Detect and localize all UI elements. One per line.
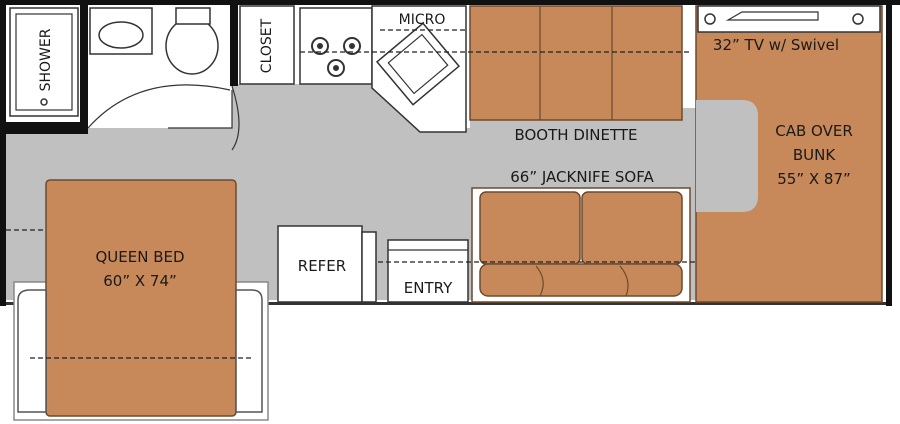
toilet-tank: [175, 7, 211, 25]
aisle-bump: [696, 100, 758, 212]
stove: [299, 7, 373, 85]
queen-bed-label-2: 60” X 74”: [103, 272, 177, 290]
booth-dinette: [469, 5, 683, 121]
cab-over-bunk-label-3: 55” X 87”: [777, 170, 851, 188]
refer-label: REFER: [298, 257, 346, 275]
cab-over-bunk-label-2: BUNK: [793, 146, 836, 164]
bathroom-door-swing: [87, 84, 231, 129]
right-wall: [886, 0, 892, 306]
toilet: [165, 17, 219, 75]
left-wall: [0, 0, 6, 306]
tv-mount: [697, 5, 881, 33]
cab-over-bunk-label-1: CAB OVER: [775, 122, 853, 140]
right-nightstand: [235, 289, 263, 413]
tv-label: 32” TV w/ Swivel: [713, 36, 839, 54]
sofa-seat: [479, 263, 683, 297]
kitchen-sink-inner: [387, 33, 449, 95]
burner-icon: [327, 59, 345, 77]
burner-icon: [333, 65, 339, 71]
kitchen-sink: [375, 22, 461, 106]
tv-swivel-icon: [704, 13, 716, 25]
refrigerator-side: [361, 231, 377, 303]
bathroom-door-arc: [231, 85, 240, 151]
sofa-cushion: [581, 191, 683, 265]
closet: [239, 5, 295, 85]
burner-icon: [349, 43, 355, 49]
bath-wall-vertical: [80, 4, 88, 122]
closet-label: CLOSET: [259, 18, 275, 73]
shower-label: SHOWER: [38, 28, 54, 91]
shower-inner: [15, 13, 73, 111]
burner-icon: [317, 43, 323, 49]
shower: [9, 7, 79, 117]
booth-dinette-label: BOOTH DINETTE: [514, 126, 637, 144]
left-nightstand: [17, 289, 47, 413]
sofa-cushion: [479, 191, 581, 265]
bathroom-door: [168, 90, 233, 129]
refrigerator: [277, 225, 363, 303]
bath-divider-wall: [6, 122, 88, 134]
queen-bed-label-1: QUEEN BED: [95, 248, 184, 266]
sink-basin: [98, 21, 144, 49]
tv-swivel-icon: [852, 13, 864, 25]
burner-icon: [311, 37, 329, 55]
rear-wall: [0, 0, 900, 5]
entry-label: ENTRY: [404, 279, 453, 297]
front-wall-line: [6, 302, 886, 305]
sofa-seat-fold: [535, 265, 544, 297]
shower-drain-icon: [40, 98, 48, 106]
tv-icon: [725, 11, 819, 21]
closet-wall: [230, 4, 238, 86]
micro-label: MICRO: [399, 12, 446, 28]
jacknife-sofa-label: 66” JACKNIFE SOFA: [510, 168, 654, 186]
burner-icon: [343, 37, 361, 55]
queen-bed: [45, 179, 237, 417]
sofa-seat-fold: [619, 265, 629, 297]
